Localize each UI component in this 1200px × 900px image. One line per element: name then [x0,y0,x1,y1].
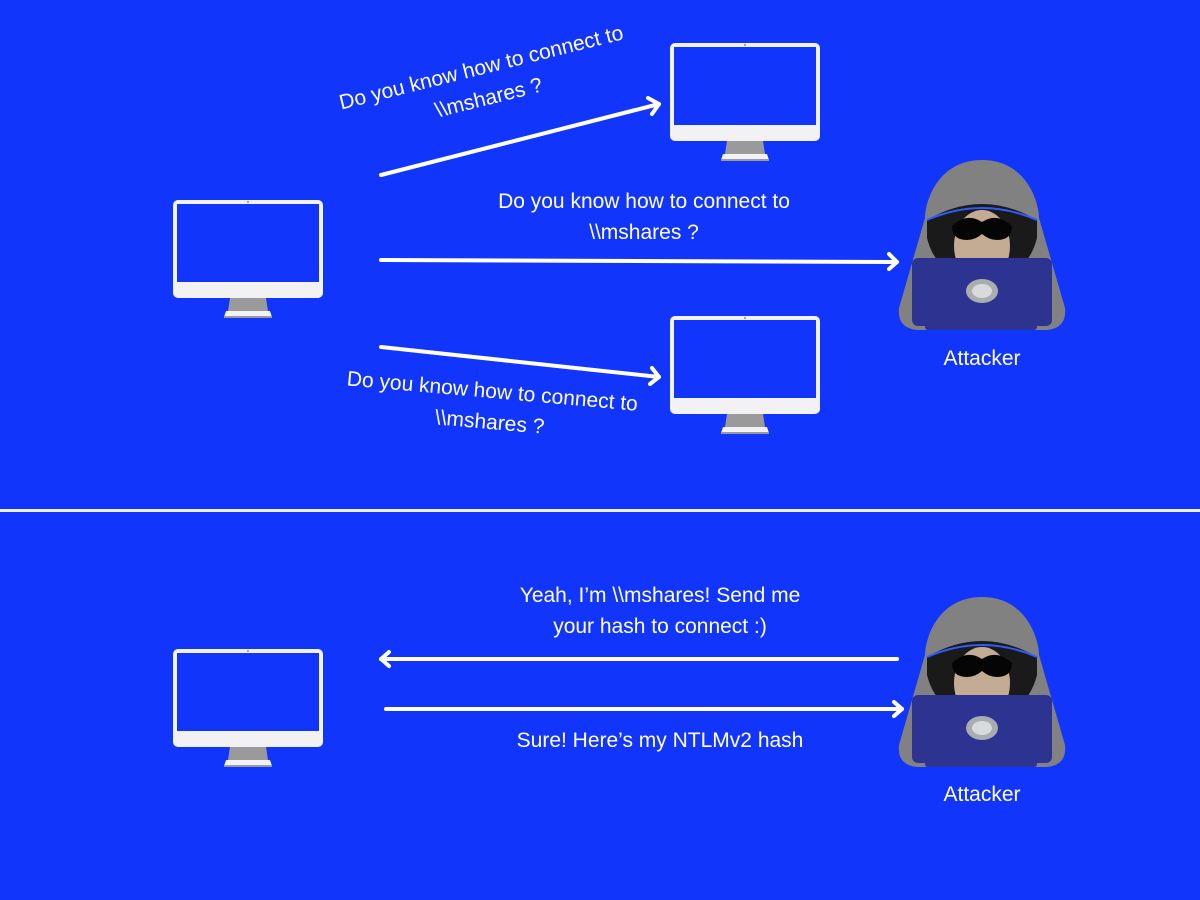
hacker-icon [897,595,1067,771]
host-monitor-icon [669,42,821,162]
message-attacker-reply: Yeah, I’m \\mshares! Send me your hash t… [519,584,801,638]
arrow-head [379,650,391,668]
arrow-head [887,252,899,271]
arrow-right-icon [379,102,661,177]
arrow-right-icon [379,345,661,379]
message-to-attacker: Do you know how to connect to \\mshares … [498,190,790,244]
panel-divider [0,509,1200,512]
arrow-head [892,700,904,718]
victim-monitor-icon [172,199,324,319]
arrow-head [648,366,661,386]
hacker-icon [897,158,1067,334]
attacker-label: Attacker [943,783,1021,806]
attacker-label: Attacker [943,347,1021,370]
victim-monitor-icon [172,648,324,768]
host-monitor-icon [669,315,821,435]
message-victim-send-hash: Sure! Here’s my NTLMv2 hash [516,729,804,752]
arrow-head [646,96,661,116]
arrow-right-icon [379,258,899,264]
